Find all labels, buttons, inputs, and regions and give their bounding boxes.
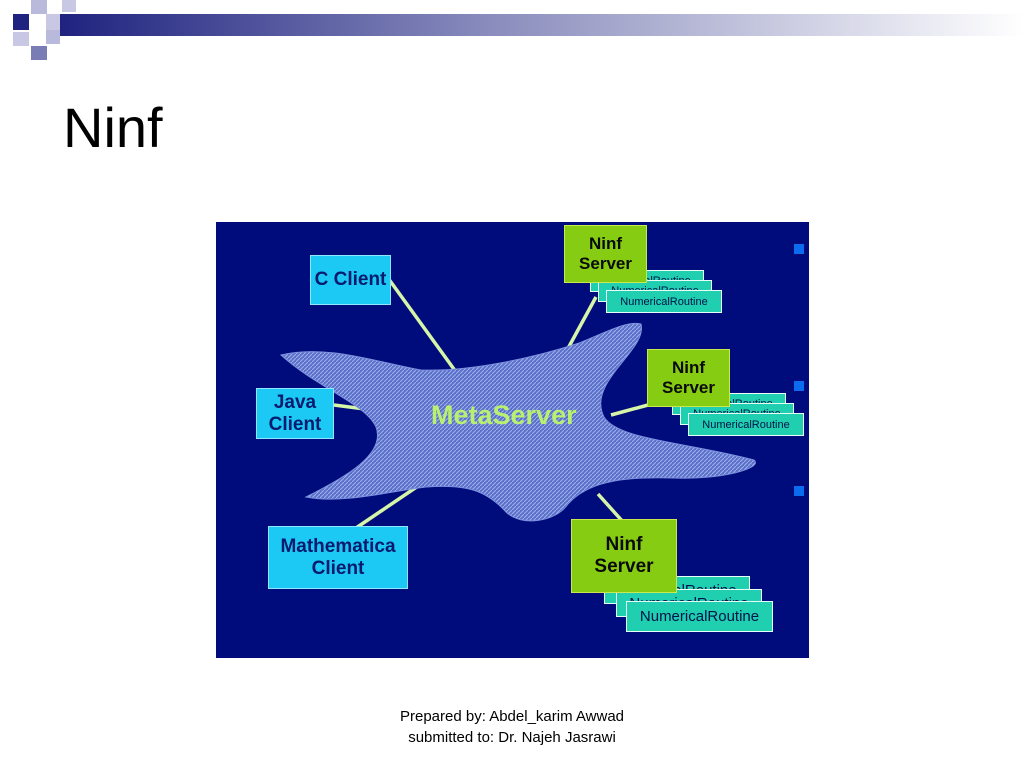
connector-lines: [333, 276, 649, 530]
bullet-3: [794, 486, 804, 496]
mathematica-client-label-line1: Mathematica: [280, 535, 396, 557]
routine-box-bottom-3: NumericalRoutine: [626, 601, 773, 632]
footer-prepared-by: Prepared by: Abdel_karim Awwad: [399, 708, 625, 725]
java-client-label-line1: Java: [273, 391, 317, 413]
c-client-box: C Client: [310, 255, 391, 305]
footer-submitted-to: submitted to: Dr. Najeh Jasrawi: [408, 729, 616, 746]
slide-title: Ninf: [63, 96, 163, 159]
server-top-line1: Ninf: [588, 234, 623, 254]
diagram-graphics: [279, 276, 756, 530]
java-client-label-line2: Client: [268, 413, 322, 435]
routine-box-top-3: NumericalRoutine: [606, 290, 722, 313]
routine-label-bottom-3: NumericalRoutine: [639, 608, 760, 625]
server-middle-line1: Ninf: [671, 358, 706, 378]
c-client-label: C Client: [314, 269, 387, 291]
metaserver-cloud: [279, 322, 756, 522]
server-bottom-line1: Ninf: [605, 534, 643, 556]
server-top-line2: Server: [579, 254, 632, 273]
mathematica-client-label-line2: Client: [311, 557, 365, 579]
server-middle-line2: Server: [662, 378, 715, 397]
footer-credits: Prepared by: Abdel_karim Awwad submitted…: [362, 706, 662, 748]
routine-box-middle-3: NumericalRoutine: [688, 413, 804, 436]
routine-label-middle-3: NumericalRoutine: [702, 418, 790, 431]
routine-label-top-3: NumericalRoutine: [620, 295, 708, 308]
header-decoration: [13, 0, 1024, 60]
metaserver-label: MetaServer: [431, 400, 577, 430]
bullet-1: [794, 244, 804, 254]
server-bottom-line2: Server: [594, 556, 654, 577]
bullet-2: [794, 381, 804, 391]
